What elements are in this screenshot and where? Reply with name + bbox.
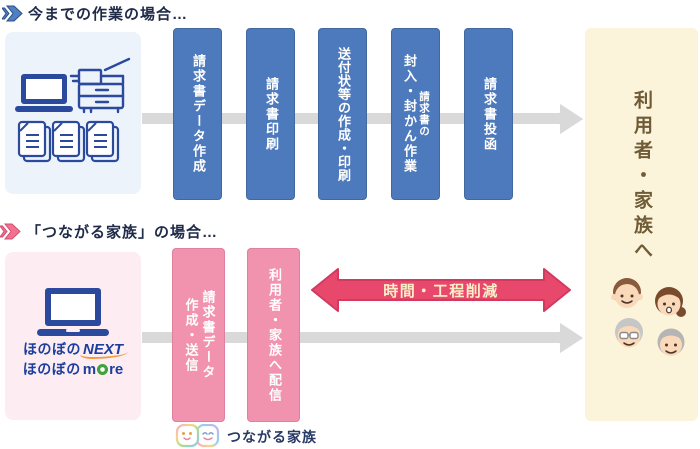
step-label-col1: 請求書の	[418, 91, 430, 137]
step-invoice-printing: 請求書印刷	[246, 28, 295, 200]
arrow-right-icon	[0, 223, 21, 240]
destination-label: 利用者・家族へ	[631, 90, 652, 265]
logo-brand-more-m: m	[82, 360, 97, 378]
grandmother-face-icon	[615, 318, 643, 348]
step-label: 送付状等の作成・印刷	[335, 46, 351, 182]
office-equipment-illustration	[15, 57, 131, 163]
logo-prefix: ほのぼの	[22, 341, 81, 357]
step-label-col1: 請求書データ	[200, 290, 216, 380]
bottom-flow-title: 「つながる家族」の場合…	[26, 224, 219, 241]
step-cover-letter-creation-printing: 送付状等の作成・印刷	[318, 28, 367, 200]
step-label: 請求書データ作成	[190, 54, 206, 174]
time-process-reduction-arrow: 時間・工程削減	[310, 264, 572, 316]
destination-users-families-box: 利用者・家族へ	[585, 28, 698, 421]
service-logo-label: つながる家族	[227, 428, 317, 445]
step-label: 請求書投函	[481, 76, 497, 152]
top-flow-title: 今までの作業の場合…	[28, 6, 189, 23]
bottom-flow-header: 「つながる家族」の場合…	[0, 221, 218, 242]
green-flower-o-icon	[97, 364, 109, 376]
man-face-icon	[611, 278, 643, 308]
copier-icon	[69, 57, 131, 114]
manual-work-panel	[5, 32, 141, 194]
laptop-icon	[15, 74, 73, 112]
arrow-right-icon	[2, 5, 23, 22]
logo-prefix: ほのぼの	[22, 360, 81, 377]
laptop-icon	[37, 288, 109, 336]
step-label-col2: 作成・送信	[183, 297, 199, 373]
step-label: 請求書印刷	[263, 76, 279, 152]
step-label-col2: 封入・封かん作業	[401, 54, 417, 174]
double-arrow-icon	[311, 268, 571, 312]
step-invoice-data-create-send: 請求書データ 作成・送信	[172, 248, 225, 422]
step-envelope-stuffing-sealing: 請求書の 封入・封かん作業	[391, 28, 440, 200]
documents-icon	[17, 120, 120, 163]
tsunagaru-kazoku-logo: つながる家族	[175, 424, 317, 449]
step-distribute-to-users-families: 利用者・家族へ配信	[247, 248, 300, 422]
step-invoice-data-creation: 請求書データ作成	[173, 28, 222, 200]
logo-brand-next: NEXT	[79, 341, 129, 359]
step-label: 利用者・家族へ配信	[266, 267, 282, 403]
step-invoice-posting: 請求書投函	[464, 28, 513, 200]
reduction-label: 時間・工程削減	[383, 282, 499, 300]
logo-brand-more-re: re	[109, 360, 124, 378]
top-flow-header: 今までの作業の場合…	[2, 3, 188, 24]
twin-faces-icon	[175, 424, 220, 448]
woman-face-icon	[655, 287, 686, 317]
grandfather-face-icon	[657, 328, 685, 356]
family-illustration	[611, 278, 686, 356]
